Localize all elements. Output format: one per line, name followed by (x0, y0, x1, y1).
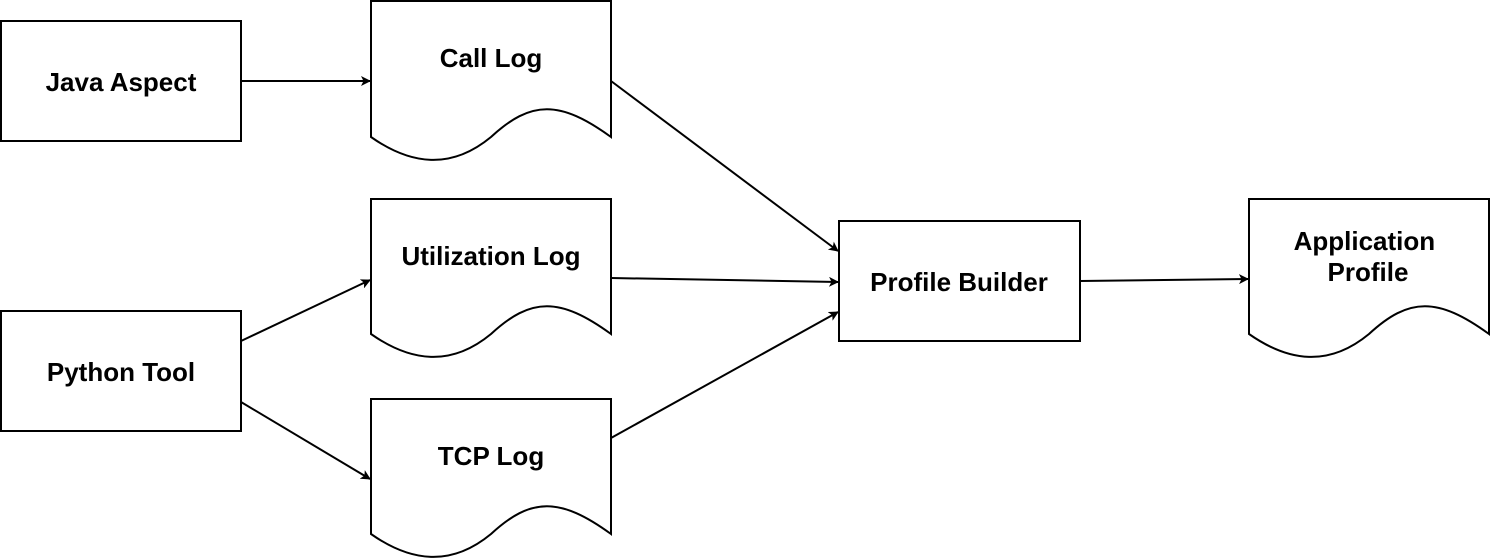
application-profile-label-line-2: Profile (1328, 257, 1409, 287)
utilization-log-document-shape (370, 198, 612, 358)
tcp-log-document-shape (370, 398, 612, 558)
call-log-document-shape (370, 0, 612, 161)
edge-profile-builder-to-application-profile (1079, 274, 1249, 285)
profile-builder-label: Profile Builder (870, 267, 1048, 297)
node-python-tool[interactable]: Python Tool (0, 310, 242, 432)
profile-builder-box (838, 220, 1081, 342)
node-application-profile[interactable]: Application Profile (1248, 198, 1490, 358)
edge-python-tool-to-tcp-log (240, 401, 371, 480)
call-log-label: Call Log (440, 43, 543, 73)
java-aspect-box (0, 20, 242, 142)
application-profile-label: Application Profile (1294, 226, 1443, 287)
python-tool-box (0, 310, 242, 432)
node-java-aspect[interactable]: Java Aspect (0, 20, 242, 142)
node-utilization-log[interactable]: Utilization Log (370, 198, 612, 358)
node-profile-builder[interactable]: Profile Builder (838, 220, 1081, 342)
python-tool-label: Python Tool (47, 357, 195, 387)
edge-utilization-log-to-profile-builder (610, 276, 839, 287)
application-profile-label-line-1: Application (1294, 226, 1436, 256)
application-profile-document-shape (1248, 198, 1490, 358)
utilization-log-label: Utilization Log (401, 241, 580, 271)
node-call-log[interactable]: Call Log (370, 0, 612, 161)
edge-call-log-to-profile-builder (610, 80, 839, 252)
edges-layer (240, 76, 1249, 480)
java-aspect-label: Java Aspect (46, 67, 197, 97)
tcp-log-label: TCP Log (438, 441, 544, 471)
node-tcp-log[interactable]: TCP Log (370, 398, 612, 558)
edge-tcp-log-to-profile-builder (610, 311, 839, 439)
edge-python-tool-to-utilization-log (240, 279, 371, 342)
